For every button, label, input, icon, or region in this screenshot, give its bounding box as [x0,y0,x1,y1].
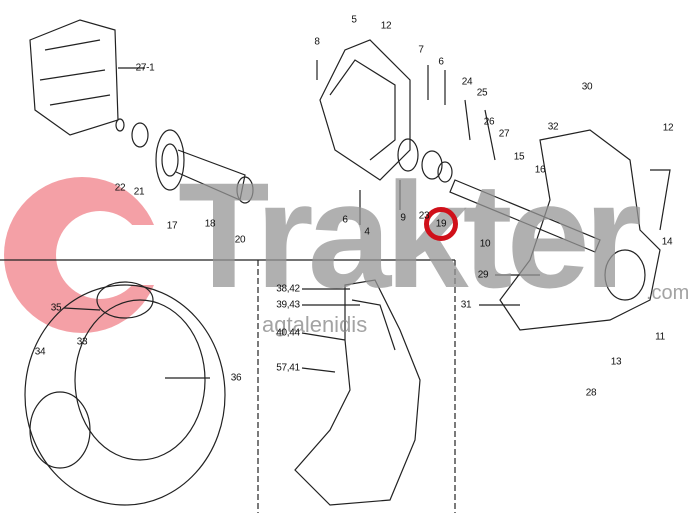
part-label: 11 [655,331,665,343]
part-label: 28 [585,387,597,399]
part-label: 39,43 [276,299,300,311]
watermark-gear-logo [4,177,170,333]
part-label: 35 [50,302,62,314]
part-label: 24 [461,76,473,88]
part-label: 23 [418,210,430,222]
part-label: 27 [498,128,510,140]
part-label: 36 [230,372,242,384]
part-label: 16 [534,164,546,176]
part-label: 32 [547,121,559,133]
part-label: 38,42 [276,283,300,295]
part-label: 8 [314,36,320,48]
part-label: 31 [460,299,472,311]
part-label: 9 [400,212,406,224]
part-label: 10 [479,238,491,250]
watermark-domain: .com [646,282,690,304]
part-label: 14 [661,236,673,248]
highlight-ring [424,207,458,241]
part-label: 25 [476,87,488,99]
part-label: 13 [610,356,622,368]
part-label: 40,44 [276,327,300,339]
engine-block [29,19,119,136]
cage-wheel [294,279,421,506]
part-label: 30 [581,81,593,93]
axle [449,179,601,253]
part-label: 27-1 [135,62,155,74]
part-label: 12 [380,20,392,32]
watermark-subtitle: agtalenidis [262,312,368,337]
part-label: 6 [342,214,348,226]
part-label: 22 [114,182,126,194]
housing [319,39,411,181]
part-label: 12 [662,122,674,134]
part-label: 57,41 [276,362,300,374]
part-label: 5 [351,14,357,26]
part-label: 7 [418,44,424,56]
part-label: 17 [166,220,178,232]
part-label: 21 [133,186,145,198]
part-label: 33 [76,336,88,348]
watermark-brand: Trakter [178,151,642,319]
part-label: 4 [364,226,370,238]
tyre [24,284,226,506]
gear [155,129,185,191]
highlighted-part-label: 19 [435,218,447,230]
part-label: 34 [34,346,46,358]
part-label: 15 [513,151,525,163]
part-label: 29 [477,269,489,281]
hub-wheel [499,129,661,331]
part-label: 6 [438,56,444,68]
part-label: 18 [204,218,216,230]
part-label: 26 [483,116,495,128]
part-label: 20 [234,234,246,246]
